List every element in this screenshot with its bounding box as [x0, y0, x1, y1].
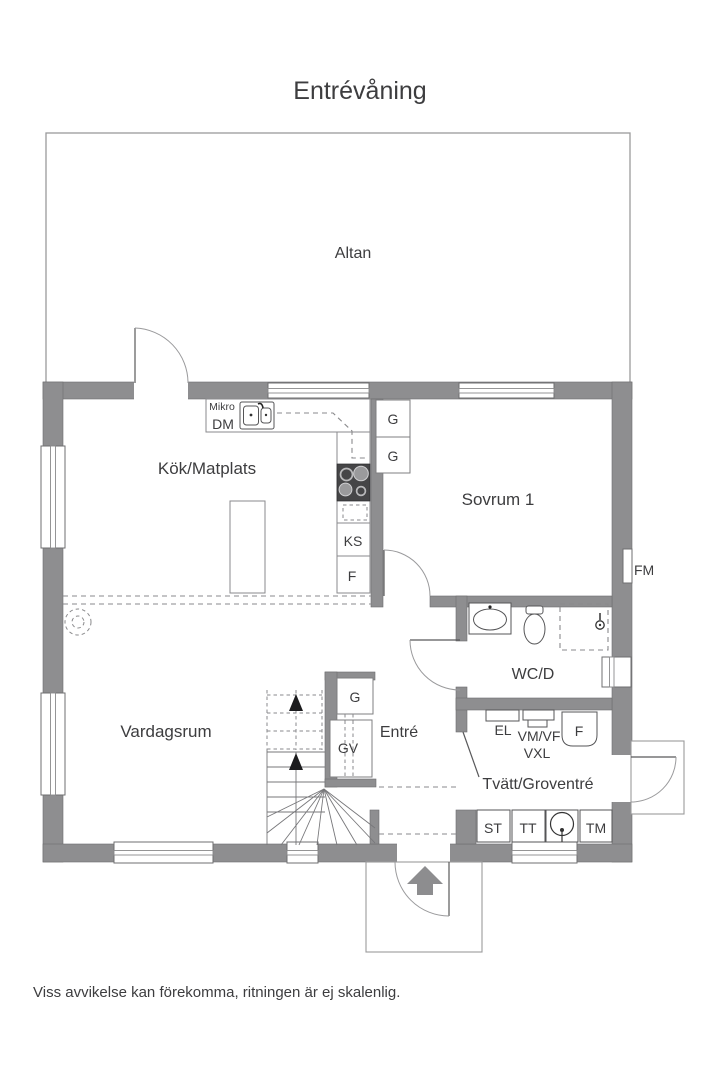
tt-label: TT — [519, 820, 537, 836]
kitchen-counter — [205, 398, 371, 433]
g-top-label: G — [388, 411, 399, 427]
bedroom-door-arc — [383, 549, 431, 597]
wc-label: WC/D — [512, 666, 555, 683]
kitchen-cabinet-column — [336, 431, 371, 594]
tt-box — [511, 809, 546, 843]
interior-walls — [324, 398, 613, 845]
window — [40, 445, 66, 549]
laundry-area: EL VM/VF VXL F Tvätt/Groventré ST TT TM — [462, 709, 685, 843]
tm-label: TM — [586, 820, 606, 836]
altan-door-opening — [134, 380, 188, 400]
kitchen-area: Mikro DM KS F Kök/Matplats — [158, 398, 371, 594]
entry-closet-g — [336, 677, 374, 715]
tm-box — [579, 809, 613, 843]
entrance-porch — [365, 861, 483, 953]
fm-marker — [622, 548, 633, 584]
altan-label: Altan — [335, 245, 371, 262]
dm-label: DM — [212, 416, 234, 432]
wall-openings — [134, 380, 633, 863]
windows — [40, 382, 632, 864]
fm-niche: FM — [622, 548, 654, 584]
window — [511, 841, 578, 864]
ks-label: KS — [344, 533, 363, 549]
laundry-door-leaf — [462, 731, 480, 778]
g-entry-label: G — [350, 689, 361, 705]
shower-area — [559, 603, 609, 651]
window — [601, 656, 632, 688]
wall-wc-left-upper — [455, 595, 468, 642]
altan-door-arc — [134, 327, 189, 384]
g-bottom-label: G — [388, 448, 399, 464]
wall-wc-laundry — [455, 697, 613, 711]
washer-drum-icon — [545, 809, 579, 843]
living-label: Vardagsrum — [120, 722, 211, 741]
room-separator — [63, 595, 371, 636]
altan-door — [134, 327, 189, 384]
window — [40, 692, 66, 796]
f-laundry-label: F — [575, 723, 584, 739]
window — [458, 382, 555, 399]
mikro-label: Mikro — [209, 401, 235, 413]
fm-label: FM — [634, 562, 654, 578]
el-box — [485, 709, 520, 722]
page-title: Entrévåning — [293, 77, 426, 105]
entrance-arrow-icon — [407, 866, 443, 895]
wall-closet-bottom — [324, 778, 377, 788]
window — [267, 382, 370, 399]
st-label: ST — [484, 820, 502, 836]
side-door-arc — [630, 756, 677, 803]
vmvf-label: VM/VF — [518, 728, 561, 744]
stove-icon — [336, 463, 371, 502]
vxl-label: VXL — [524, 745, 551, 761]
kitchen-sink — [239, 401, 275, 430]
side-landing — [630, 740, 685, 815]
kitchen-island — [229, 500, 266, 594]
altan-area: Altan — [45, 132, 631, 384]
vxl-box — [527, 719, 548, 728]
bedroom-label: Sovrum 1 — [462, 490, 535, 509]
f-laundry-box — [561, 711, 598, 747]
window — [286, 841, 319, 864]
staircase — [266, 690, 376, 846]
side-door-opening — [611, 755, 633, 802]
entry-area: Entré G GV — [329, 677, 456, 835]
entry-closet-gv — [329, 719, 373, 778]
wc-door-arc — [409, 639, 461, 691]
oven-dashes — [342, 504, 368, 521]
entrance-door-arc — [394, 861, 450, 917]
laundry-label: Tvätt/Groventré — [482, 776, 593, 793]
wardrobe-g2 — [375, 436, 411, 474]
wc-area: WC/D — [409, 602, 609, 691]
faucet-icon — [257, 402, 264, 409]
wall-bedroom-wc — [429, 595, 613, 608]
stair-up-arrow-icon — [289, 753, 303, 770]
kitchen-label: Kök/Matplats — [158, 459, 256, 478]
altan-outline — [45, 132, 631, 384]
stair-up-arrow-icon — [289, 694, 303, 711]
el-label: EL — [494, 722, 511, 738]
fireplace-icon — [64, 608, 92, 636]
disclaimer-text: Viss avvikelse kan förekomma, ritningen … — [33, 984, 400, 1001]
entry-label: Entré — [380, 724, 418, 741]
wall-laundry-corner — [455, 809, 477, 845]
wc-sink — [468, 602, 512, 635]
f-kitchen-label: F — [348, 568, 357, 584]
vmvf-box — [522, 709, 555, 721]
st-box — [476, 809, 511, 843]
wall-entry-bottom — [369, 809, 380, 845]
bedroom-area: G G Sovrum 1 — [375, 399, 535, 597]
gv-label: GV — [338, 740, 359, 756]
toilet-icon — [523, 605, 546, 645]
overhead-cabinet-dashes — [277, 412, 368, 459]
entrance-opening — [397, 842, 450, 863]
window — [113, 841, 214, 864]
